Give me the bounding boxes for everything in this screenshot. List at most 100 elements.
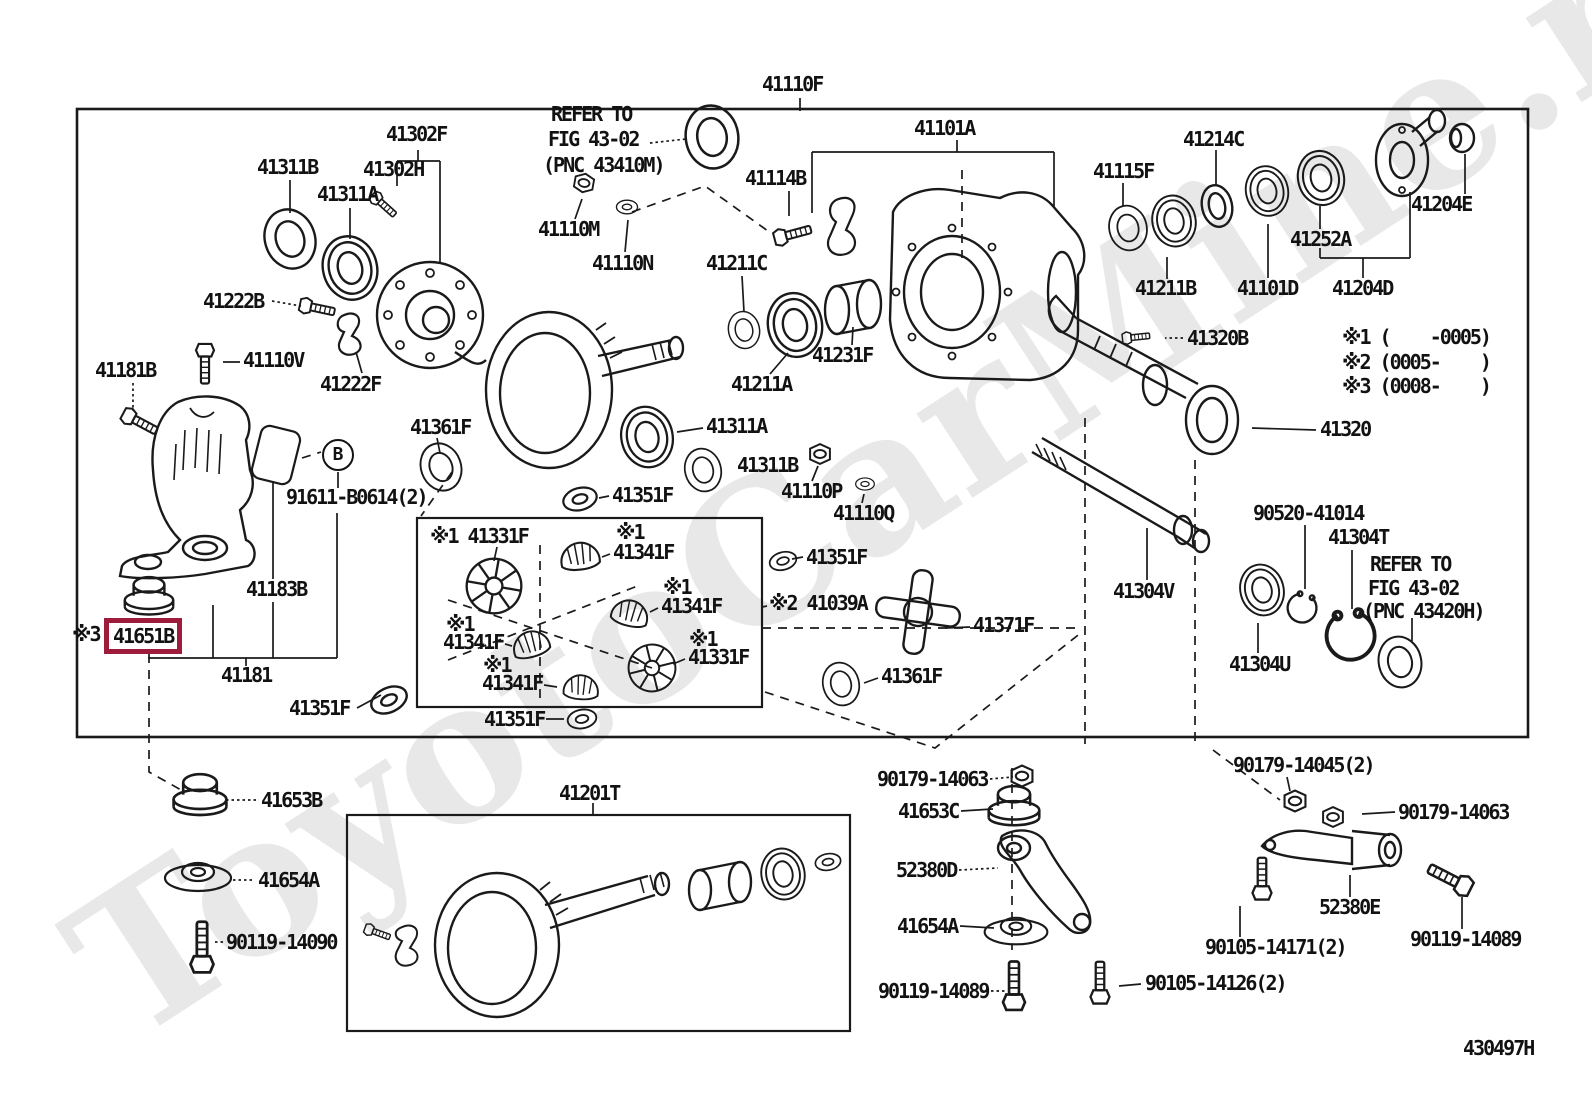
part-label-41211B[interactable]: 41211B — [1135, 276, 1197, 300]
part-drawing-bolt-41181B — [118, 404, 162, 440]
part-label-41201T[interactable]: 41201T — [559, 781, 621, 805]
part-label-41181B[interactable]: 41181B — [95, 358, 157, 382]
part-label-41110V[interactable]: 41110V — [243, 348, 305, 372]
part-label-41110N[interactable]: 41110N — [592, 251, 654, 275]
part-drawing-plate-41183B — [250, 424, 302, 486]
part-label-41110F[interactable]: 41110F — [762, 72, 824, 96]
part-label-41231F[interactable]: 41231F — [812, 343, 874, 367]
part-label-90105-14171[interactable]: 90105-14171(2) — [1205, 935, 1348, 959]
part-drawing-cushion-41653C — [987, 784, 1041, 827]
part-label-kit-41341F-b[interactable]: 41341F — [613, 540, 675, 564]
part-drawing-dust-cap-41204E — [1448, 122, 1476, 154]
part-drawing-bolt-41114B — [771, 220, 814, 249]
part-label-41214C[interactable]: 41214C — [1183, 127, 1245, 151]
part-label-41115F[interactable]: 41115F — [1093, 159, 1155, 183]
part-label-41371F[interactable]: 41371F — [973, 613, 1035, 637]
part-label-41101D[interactable]: 41101D — [1237, 276, 1299, 300]
part-label-90520-41014[interactable]: 90520-41014 — [1253, 501, 1365, 525]
part-drawing-spider-41371F — [874, 568, 962, 656]
part-label-41351F-c[interactable]: 41351F — [289, 696, 351, 720]
part-label-41110M[interactable]: 41110M — [538, 217, 600, 241]
part-label-41311A-top[interactable]: 41311A — [317, 182, 379, 206]
part-label-41304U[interactable]: 41304U — [1229, 652, 1291, 676]
part-drawing-nut-90179-14045 — [1283, 789, 1307, 813]
part-drawing-washer-41214C — [1200, 184, 1234, 228]
part-label-41311B-mid[interactable]: 41311B — [737, 453, 799, 477]
part-label-90119-14090[interactable]: 90119-14090 — [226, 930, 338, 954]
part-label-kit-41331F-f[interactable]: 41331F — [688, 645, 750, 669]
part-label-41654A-b[interactable]: 41654A — [897, 914, 959, 938]
part-label-41181[interactable]: 41181 — [221, 663, 273, 687]
part-label-90105-14126[interactable]: 90105-14126(2) — [1145, 971, 1288, 995]
part-drawing-bearing-41201T-box — [756, 844, 810, 904]
part-label-41651B[interactable]: 41651B — [104, 618, 183, 654]
part-label-41351F-a[interactable]: 41351F — [612, 483, 674, 507]
part-drawing-nut-90179-14063-mid — [1010, 764, 1034, 788]
part-label-41653B[interactable]: 41653B — [261, 788, 323, 812]
part-label-41204E[interactable]: 41204E — [1411, 192, 1473, 216]
part-label-41320B[interactable]: 41320B — [1187, 326, 1249, 350]
part-drawing-clamp-41222F — [336, 312, 362, 356]
part-label-41204D[interactable]: 41204D — [1332, 276, 1394, 300]
part-label-90119-14089-a[interactable]: 90119-14089 — [878, 979, 990, 1003]
part-label-91611-B0614[interactable]: 91611-B0614(2) — [286, 485, 429, 509]
part-label-41222B[interactable]: 41222B — [203, 289, 265, 313]
part-label-41351F-d[interactable]: 41351F — [484, 707, 546, 731]
part-label-41304V[interactable]: 41304V — [1113, 579, 1175, 603]
part-drawing-clamp-41201T-box — [394, 924, 419, 967]
part-drawing-nut-90179-14063-right — [1322, 806, 1344, 828]
part-drawing-oil-seal-41311B-top — [255, 201, 325, 277]
part-label-kit-41341F-e[interactable]: 41341F — [482, 671, 544, 695]
part-label-41183B[interactable]: 41183B — [246, 577, 308, 601]
part-label-41361F-right[interactable]: 41361F — [881, 664, 943, 688]
part-drawing-bolt-41110V — [194, 342, 216, 385]
leader-lines — [148, 98, 1466, 987]
part-label-41222F[interactable]: 41222F — [320, 372, 382, 396]
part-label-kit-41341F-d[interactable]: 41341F — [443, 630, 505, 654]
part-label-41351F-b[interactable]: 41351F — [806, 545, 868, 569]
part-drawing-companion-flange-41204D — [1374, 108, 1447, 198]
part-label-41320[interactable]: 41320 — [1320, 417, 1372, 441]
part-drawing-ring-pinion-41201T — [433, 860, 753, 1019]
part-label-90119-14089-b[interactable]: 90119-14089 — [1410, 927, 1522, 951]
part-label-41252A[interactable]: 41252A — [1290, 227, 1352, 251]
part-drawing-diff-case-41302F — [375, 260, 487, 370]
part-label-41302H[interactable]: 41302H — [363, 157, 425, 181]
part-label-90179-14045[interactable]: 90179-14045(2) — [1233, 753, 1376, 777]
part-label-41654A-a[interactable]: 41654A — [258, 868, 320, 892]
part-drawing-seal-pnc43410M — [680, 100, 744, 174]
part-label-41361F-top[interactable]: 41361F — [410, 415, 472, 439]
part-label-41039A[interactable]: ※2 41039A — [769, 591, 869, 615]
part-label-41302F[interactable]: 41302F — [386, 122, 448, 146]
part-label-41101A[interactable]: 41101A — [914, 116, 976, 140]
note-kit-41341F-b-sym: ※1 — [616, 520, 646, 544]
part-label-41211A[interactable]: 41211A — [731, 372, 793, 396]
part-drawing-bearing-41311A-mid — [614, 400, 680, 474]
part-label-90179-14063-b[interactable]: 90179-14063 — [1398, 800, 1510, 824]
part-drawing-washer-41110N — [615, 199, 639, 215]
diff-kit-box-border — [415, 516, 764, 709]
part-label-41114B[interactable]: 41114B — [745, 166, 807, 190]
ref-ref-right-line2: FIG 43-02 — [1368, 576, 1460, 600]
part-label-41311B-top[interactable]: 41311B — [257, 155, 319, 179]
part-label-52380E[interactable]: 52380E — [1319, 895, 1381, 919]
part-label-41211C[interactable]: 41211C — [706, 251, 768, 275]
part-drawing-bolt-41222B — [297, 295, 338, 321]
part-label-41304T[interactable]: 41304T — [1328, 525, 1390, 549]
part-drawing-clamp-41114B — [826, 196, 857, 256]
part-label-41110Q[interactable]: 41110Q — [833, 501, 895, 525]
part-drawing-cushion-41651B — [123, 575, 175, 616]
part-label-41311A-mid[interactable]: 41311A — [706, 414, 768, 438]
note-note-1: ※1 ( -0005) — [1342, 325, 1492, 349]
part-label-52380D[interactable]: 52380D — [896, 858, 958, 882]
part-label-kit-41331F-a[interactable]: ※1 41331F — [430, 524, 530, 548]
part-drawing-bolt-90105-14171 — [1251, 856, 1273, 901]
ref-ref-right-line1: REFER TO — [1370, 552, 1452, 576]
part-label-90179-14063-a[interactable]: 90179-14063 — [877, 767, 989, 791]
part-label-kit-41341F-c[interactable]: 41341F — [661, 594, 723, 618]
part-label-41653C[interactable]: 41653C — [898, 799, 960, 823]
part-drawing-seal-pnc43420H — [1372, 631, 1428, 693]
part-label-41110P[interactable]: 41110P — [781, 479, 843, 503]
leader-lines-dotted — [132, 138, 1183, 992]
